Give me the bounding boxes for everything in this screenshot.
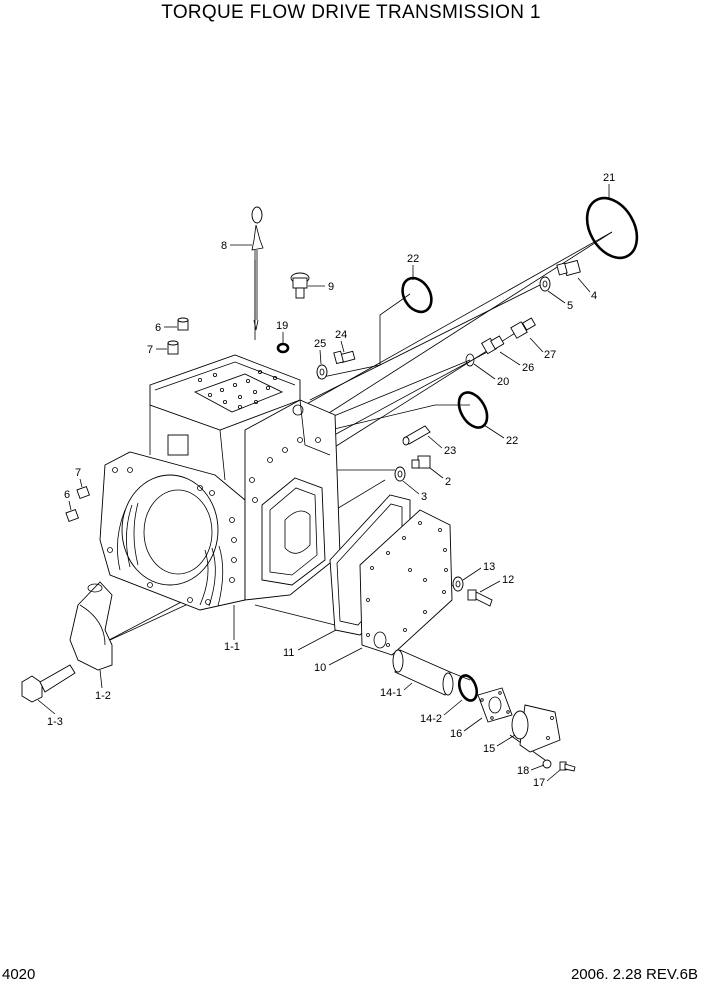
plug-7-side — [76, 485, 90, 499]
front-flange-bolts — [107, 437, 321, 605]
bearing-cap — [69, 581, 113, 671]
breather — [290, 272, 310, 299]
plug-24 — [333, 350, 356, 365]
pipe-23 — [402, 425, 431, 446]
callout-7-top: 7 — [147, 344, 153, 356]
washer-3 — [394, 466, 406, 482]
callout-4: 4 — [591, 290, 597, 302]
o-ring-20 — [465, 353, 475, 367]
callout-25: 25 — [314, 338, 326, 350]
transmission-housing — [99, 354, 341, 611]
sensor-26 — [481, 335, 505, 355]
callout-10: 10 — [314, 662, 326, 674]
bolt-17 — [559, 761, 576, 772]
callout-17: 17 — [533, 777, 545, 789]
cover-15 — [511, 704, 561, 753]
plug-7-top — [167, 340, 179, 355]
callout-1-3: 1-3 — [47, 716, 63, 728]
washer-13 — [452, 576, 464, 592]
cover-bolt-holes — [366, 521, 448, 647]
callout-14-1: 14-1 — [380, 687, 402, 699]
o-ring-19 — [276, 342, 290, 354]
callout-8: 8 — [221, 240, 227, 252]
bolt-12 — [467, 589, 493, 607]
o-ring-21 — [585, 196, 639, 260]
revision-date: 2006. 2.28 REV.6B — [570, 966, 698, 983]
plug-6-top — [177, 317, 189, 331]
cover-10 — [359, 509, 453, 656]
o-ring-22-mid — [457, 391, 489, 429]
callout-6-top: 6 — [155, 322, 161, 334]
callout-labels: 21 22 8 9 4 5 19 24 25 6 7 27 26 20 22 2… — [37, 172, 615, 789]
gasket-16 — [477, 687, 513, 723]
callout-19: 19 — [276, 320, 288, 332]
top-bolt-holes — [197, 369, 277, 409]
diagram-title: TORQUE FLOW DRIVE TRANSMISSION 1 — [161, 2, 541, 23]
callout-27: 27 — [544, 349, 556, 361]
callout-1-2: 1-2 — [95, 690, 111, 702]
callout-26: 26 — [522, 362, 534, 374]
plug-4 — [556, 259, 581, 277]
callout-24: 24 — [335, 329, 347, 341]
page-number: 4020 — [2, 966, 36, 983]
callout-9: 9 — [328, 281, 334, 293]
dipstick — [251, 206, 264, 331]
callout-21: 21 — [603, 172, 615, 184]
callout-22-top: 22 — [407, 253, 419, 265]
sensor-27 — [510, 317, 536, 339]
callout-22-mid: 22 — [506, 435, 518, 447]
washer-25 — [316, 364, 328, 380]
callout-5: 5 — [567, 300, 573, 312]
plug-6-side — [65, 508, 79, 522]
callout-20: 20 — [497, 376, 509, 388]
callout-6-side: 6 — [64, 489, 70, 501]
sleeve-14-1 — [392, 649, 454, 696]
o-ring-14-2 — [457, 674, 479, 702]
callout-12: 12 — [502, 574, 514, 586]
callout-1-1: 1-1 — [224, 641, 240, 653]
callout-7-side: 7 — [75, 467, 81, 479]
callout-16: 16 — [450, 728, 462, 740]
callout-13: 13 — [483, 561, 495, 573]
callout-3: 3 — [421, 491, 427, 503]
callout-18: 18 — [517, 765, 529, 777]
callout-15: 15 — [483, 743, 495, 755]
plug-2 — [411, 455, 431, 469]
callout-23: 23 — [444, 445, 456, 457]
o-ring-22-top — [401, 276, 433, 314]
callout-14-2: 14-2 — [420, 713, 442, 725]
callout-11: 11 — [283, 647, 294, 659]
callout-2: 2 — [445, 476, 451, 488]
washer-18 — [542, 759, 552, 769]
washer-5 — [539, 276, 551, 292]
cap-bolt — [21, 664, 76, 703]
